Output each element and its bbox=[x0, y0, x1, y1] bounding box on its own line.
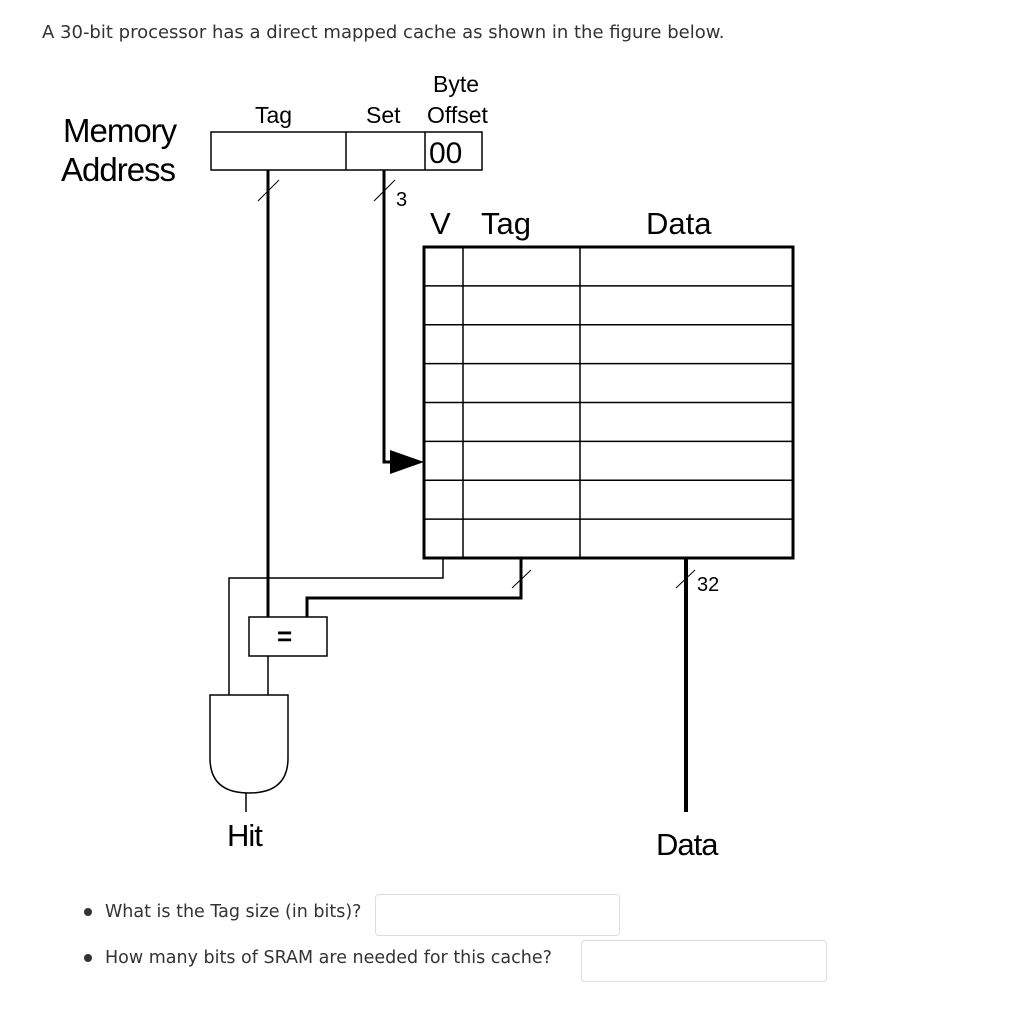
comparator-symbol: = bbox=[277, 621, 292, 651]
comparator bbox=[248, 616, 328, 657]
memory-label: Memory bbox=[63, 112, 178, 149]
set-field-label: Set bbox=[366, 102, 401, 128]
question-2: How many bits of SRAM are needed for thi… bbox=[84, 948, 552, 968]
set-bus-slash bbox=[373, 179, 396, 202]
byte-offset-value: 00 bbox=[429, 137, 462, 170]
tag-size-input[interactable] bbox=[375, 894, 620, 936]
and-gate bbox=[209, 694, 289, 794]
cache-col-v: V bbox=[430, 206, 451, 241]
set-bus-width: 3 bbox=[396, 189, 407, 211]
data-out-label: Data bbox=[656, 827, 719, 862]
tag-field-label: Tag bbox=[255, 102, 292, 128]
question-1: What is the Tag size (in bits)? bbox=[84, 902, 361, 922]
sram-bits-input[interactable] bbox=[581, 940, 827, 982]
data-bus-width: 32 bbox=[697, 574, 719, 596]
question-2-text: How many bits of SRAM are needed for thi… bbox=[105, 948, 552, 968]
offset-label: Offset bbox=[427, 102, 489, 128]
bullet-icon bbox=[84, 954, 92, 962]
data-bus-slash bbox=[675, 569, 696, 589]
index-arrow-icon bbox=[390, 450, 424, 474]
valid-wire bbox=[228, 558, 444, 695]
question-intro: A 30-bit processor has a direct mapped c… bbox=[42, 22, 725, 43]
cache-col-data: Data bbox=[646, 206, 712, 241]
address-label: Address bbox=[61, 151, 176, 188]
cache-tag-bus-slash bbox=[511, 569, 532, 589]
hit-label: Hit bbox=[227, 818, 263, 853]
cache-table bbox=[422, 245, 795, 560]
bullet-icon bbox=[84, 908, 92, 916]
tag-bus-slash bbox=[257, 179, 280, 202]
question-1-text: What is the Tag size (in bits)? bbox=[105, 902, 362, 922]
cache-tag-wire bbox=[305, 558, 523, 617]
byte-label: Byte bbox=[433, 71, 479, 97]
set-wire bbox=[382, 170, 400, 464]
cache-col-tag: Tag bbox=[481, 206, 531, 241]
memory-address-register bbox=[210, 131, 483, 171]
